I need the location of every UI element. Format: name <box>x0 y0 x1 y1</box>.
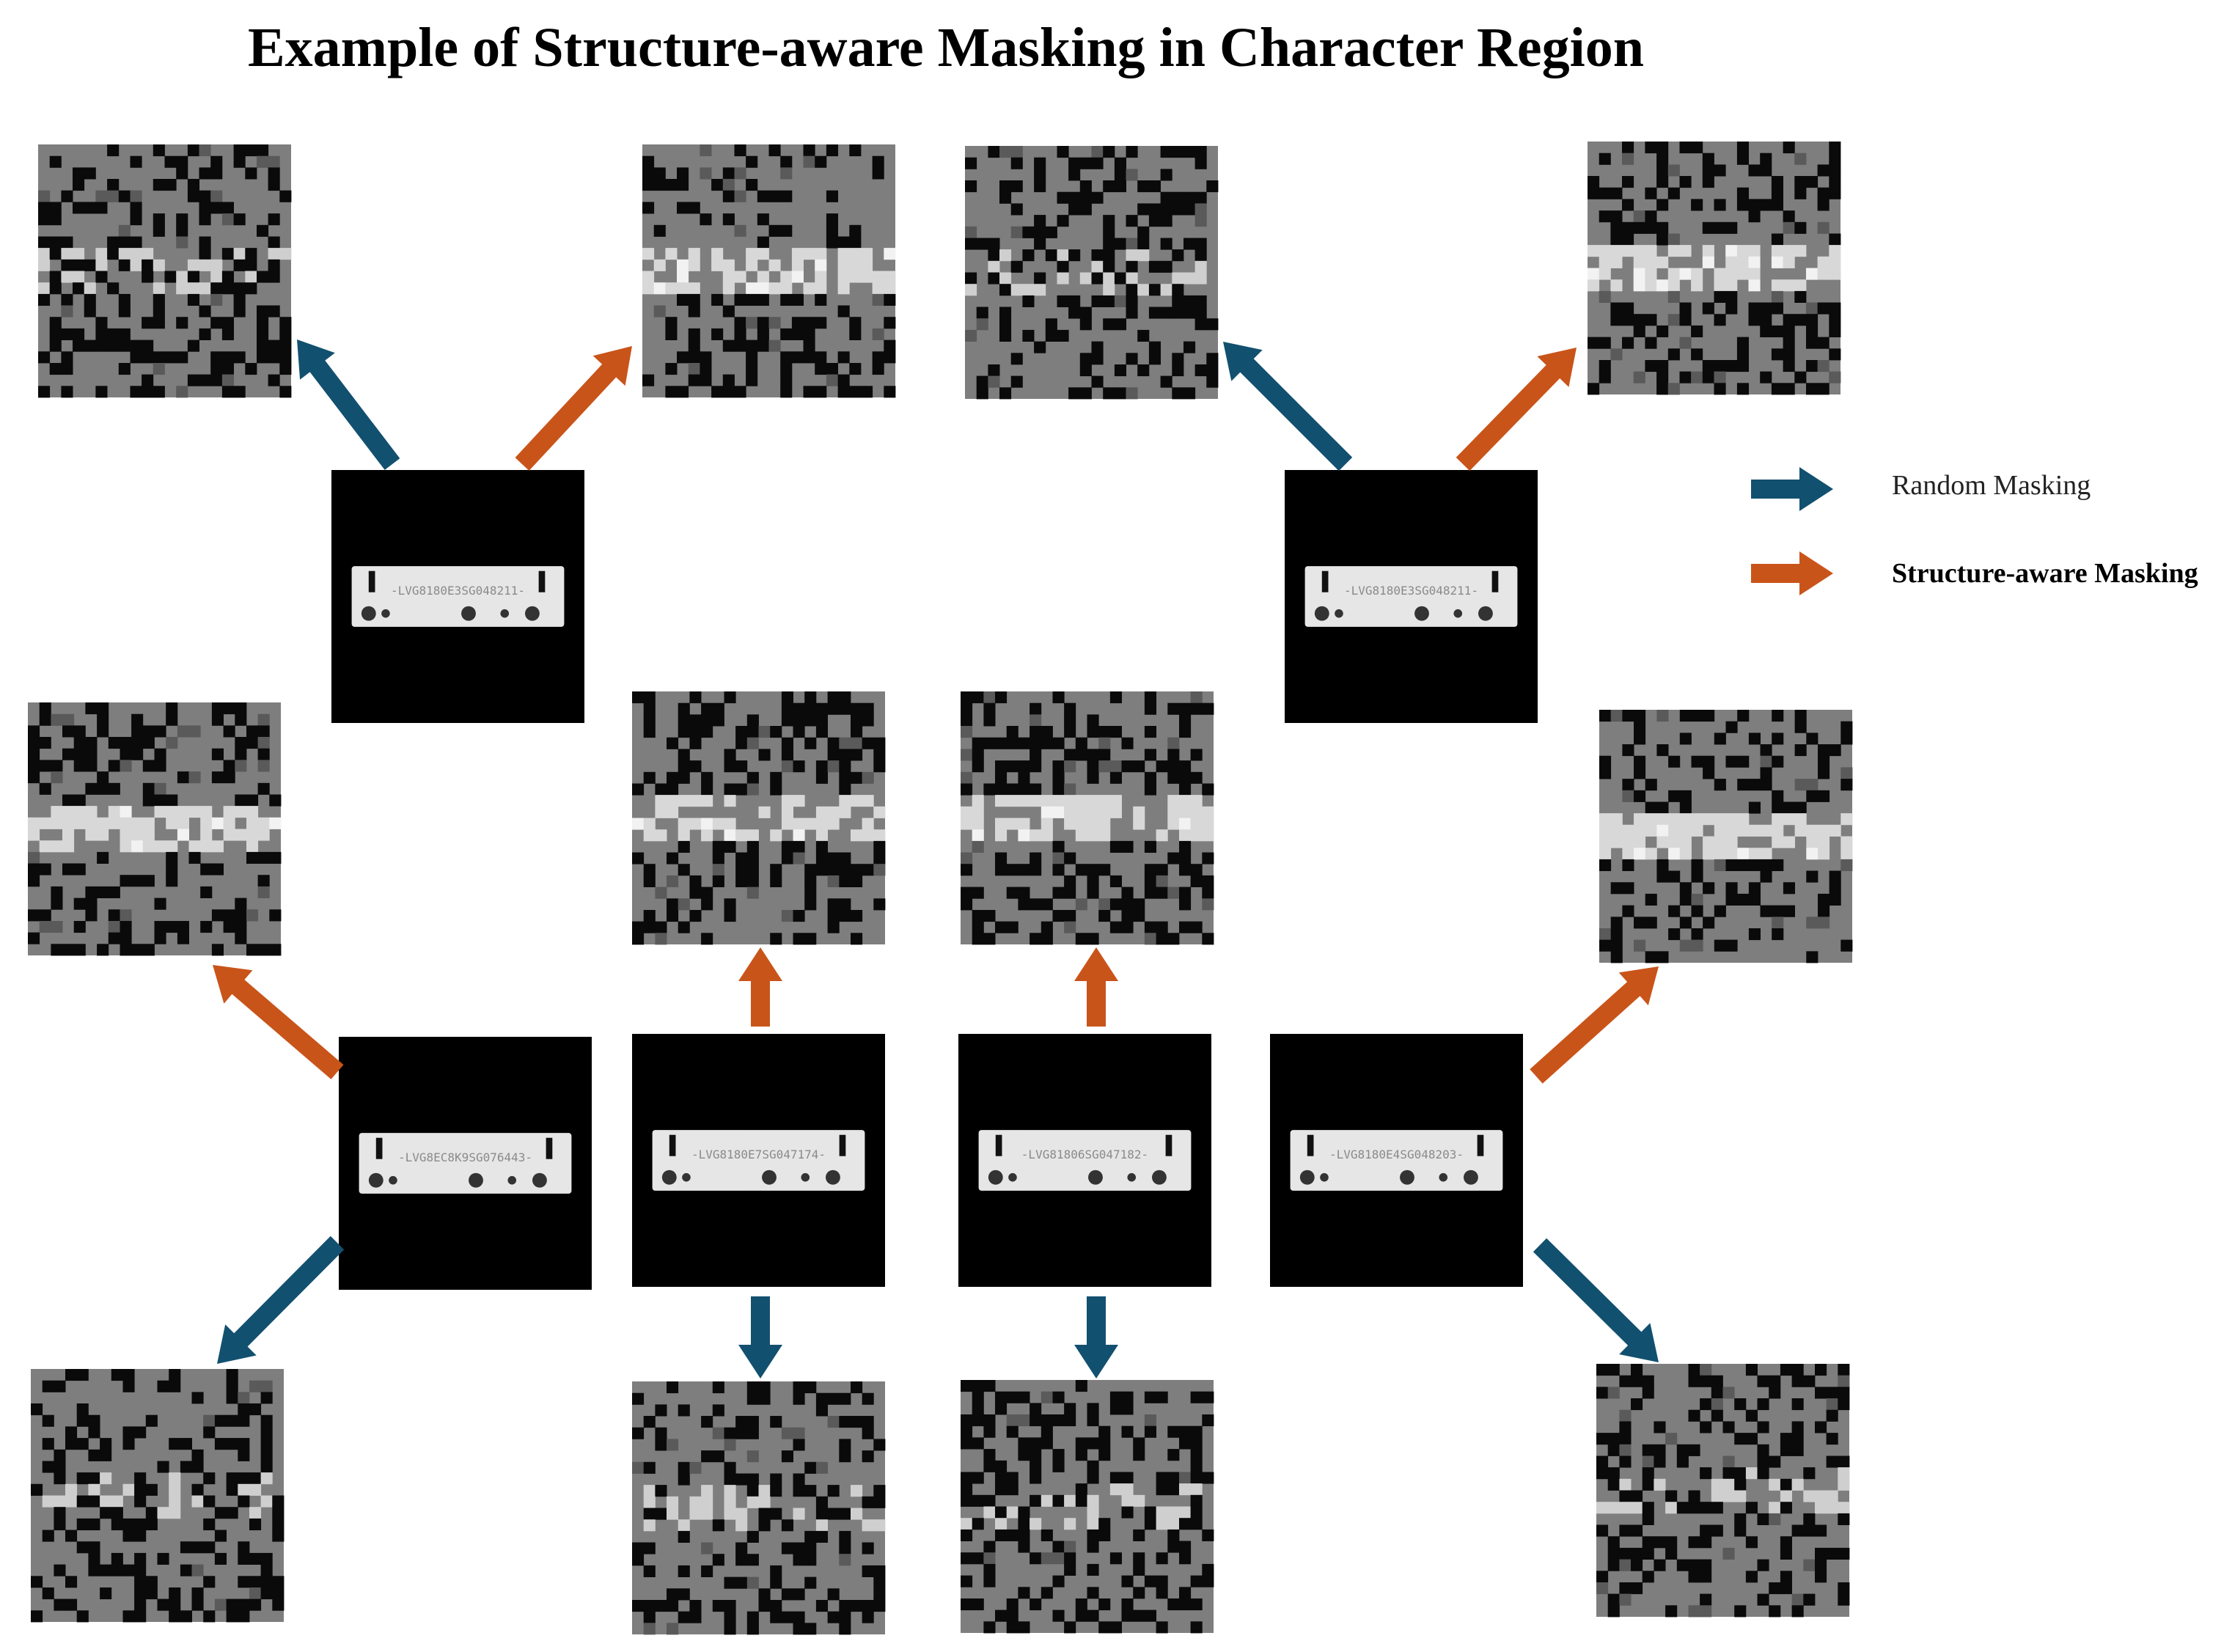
original-image-5: -LVG81806SG047182- <box>958 1034 1211 1287</box>
structure-masked-image-5 <box>28 702 282 956</box>
plate-text: -LVG8EC8K9SG076443- <box>398 1150 532 1164</box>
original-image-4: -LVG8180E7SG047174- <box>632 1034 885 1287</box>
random-masked-image-3 <box>965 146 1219 400</box>
structure-arrow-2 <box>1456 348 1577 471</box>
random-arrow-5 <box>1074 1296 1118 1378</box>
legend-label-structure: Structure-aware Masking <box>1892 558 2198 589</box>
plate-text: -LVG8180E7SG047174- <box>691 1148 826 1161</box>
random-masked-image-11 <box>961 1380 1214 1634</box>
structure-masked-image-7 <box>961 691 1214 945</box>
original-image-6: -LVG8180E4SG048203- <box>1270 1034 1523 1287</box>
original-image-3: -LVG8EC8K9SG076443- <box>339 1037 592 1290</box>
structure-masked-image-6 <box>632 691 886 945</box>
original-image-1: -LVG8180E3SG048211- <box>331 470 584 723</box>
legend-arrow-random <box>1751 467 1833 511</box>
legend-label-random: Random Masking <box>1892 470 2091 501</box>
structure-arrow-1 <box>515 346 632 471</box>
plate-text: -LVG8180E4SG048203- <box>1329 1148 1464 1161</box>
random-arrow-6 <box>1533 1238 1659 1362</box>
random-masked-image-1 <box>38 144 292 398</box>
random-arrow-4 <box>738 1296 782 1378</box>
random-arrow-1 <box>297 339 400 470</box>
random-masked-image-12 <box>1596 1364 1850 1618</box>
structure-arrow-6 <box>1530 966 1659 1084</box>
legend-arrow-structure <box>1751 551 1833 595</box>
plate-text: -LVG8180E3SG048211- <box>391 584 525 598</box>
structure-masked-image-8 <box>1599 710 1853 963</box>
plate-text: -LVG8180E3SG048211- <box>1344 584 1478 598</box>
original-image-2: -LVG8180E3SG048211- <box>1285 470 1538 723</box>
structure-arrow-3 <box>213 965 344 1079</box>
structure-arrow-5 <box>1074 947 1118 1027</box>
structure-masked-image-2 <box>642 144 896 398</box>
figure-title: Example of Structure-aware Masking in Ch… <box>247 17 1645 78</box>
random-arrow-3 <box>217 1236 345 1364</box>
structure-arrow-4 <box>738 947 782 1027</box>
random-arrow-2 <box>1223 342 1353 471</box>
plate-text: -LVG81806SG047182- <box>1021 1148 1148 1161</box>
random-masked-image-10 <box>632 1381 886 1635</box>
structure-masked-image-4 <box>1588 142 1841 395</box>
random-masked-image-9 <box>31 1369 285 1623</box>
